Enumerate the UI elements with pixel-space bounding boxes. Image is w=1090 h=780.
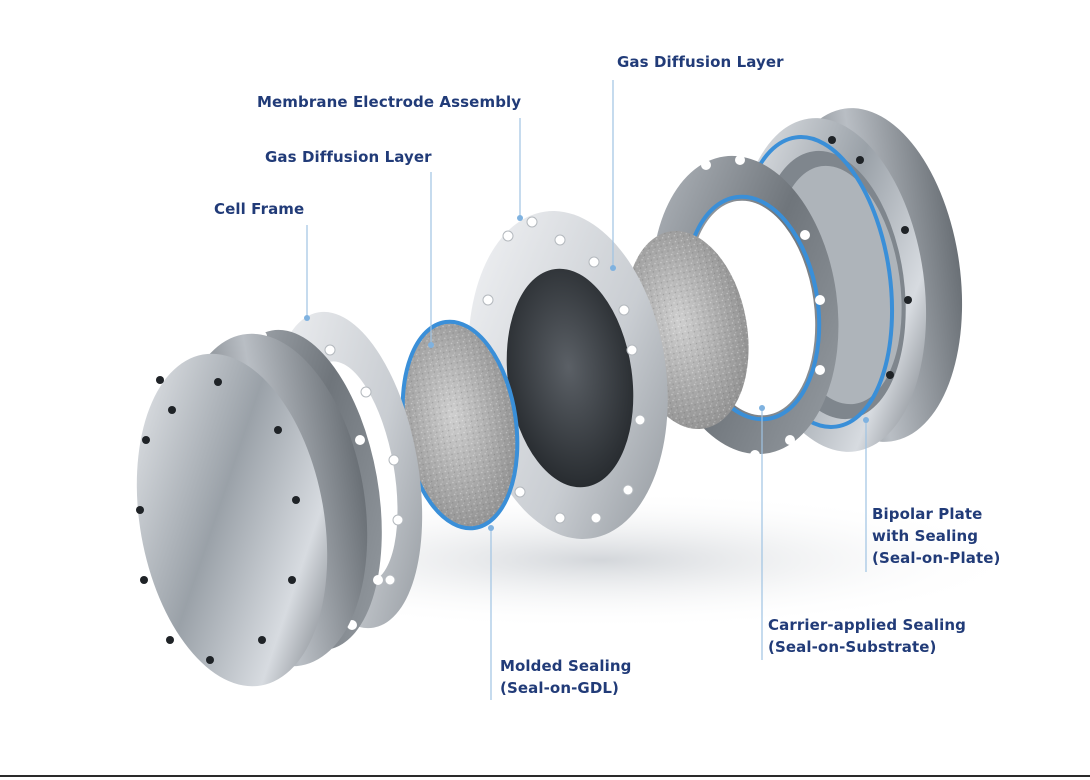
label-molded-sealing: Molded Sealing (Seal-on-GDL)	[500, 657, 632, 697]
label-membrane-electrode-assembly: Membrane Electrode Assembly	[257, 93, 522, 111]
label-carrier-applied-sealing: Carrier-applied Sealing (Seal-on-Substra…	[768, 616, 966, 656]
bottom-border	[0, 775, 1090, 777]
label-cell-frame: Cell Frame	[214, 200, 305, 218]
label-bipolar-plate: Bipolar Plate with Sealing (Seal-on-Plat…	[872, 505, 1001, 567]
end-plate-left	[136, 333, 368, 687]
label-gas-diffusion-layer-right: Gas Diffusion Layer	[617, 53, 784, 71]
gdl-left	[400, 319, 520, 531]
leader-lines	[304, 80, 869, 700]
label-gas-diffusion-layer-left: Gas Diffusion Layer	[265, 148, 432, 166]
